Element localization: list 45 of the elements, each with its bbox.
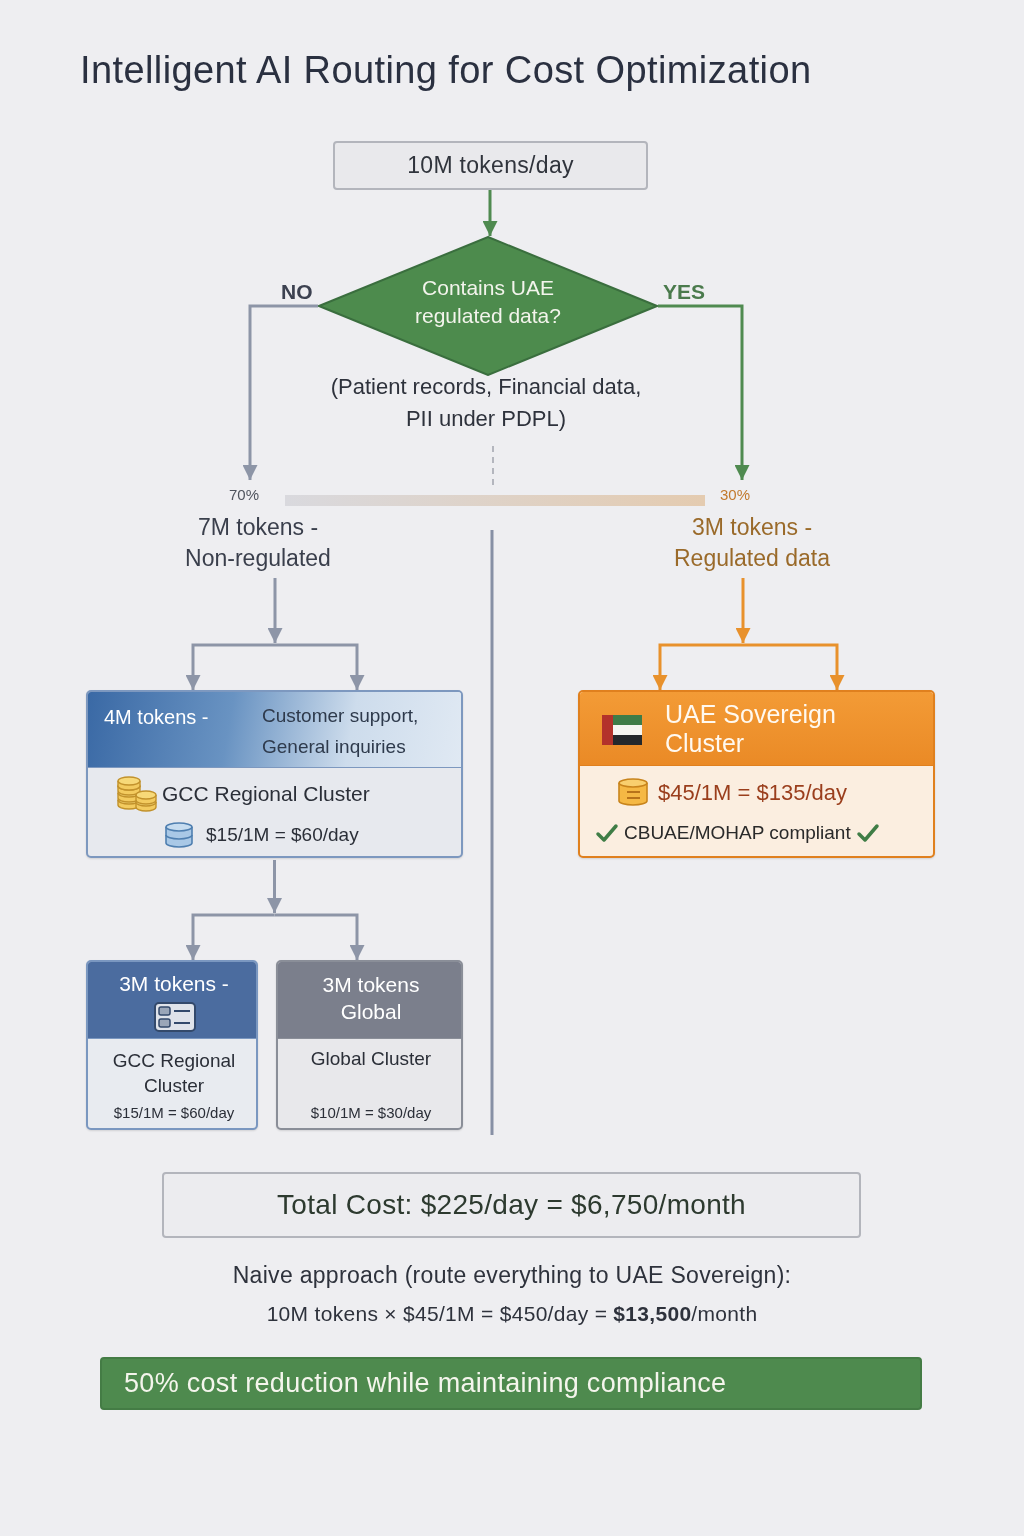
cluster-card — [276, 960, 463, 1130]
total-cost-text: Total Cost: $225/day = $6,750/month — [277, 1188, 746, 1222]
cost-text: $10/1M = $30/day — [310, 1104, 432, 1122]
arrow — [267, 860, 282, 913]
step-text: 10M tokens/day — [407, 151, 574, 180]
cost-text: $45/1M = $135/day — [658, 780, 847, 807]
cost-text: $15/1M = $60/day — [113, 1104, 235, 1122]
arrow — [185, 643, 275, 690]
arrow — [482, 190, 498, 236]
use-case-text: Customer support, General inquiries — [262, 704, 420, 759]
note-text: (Patient records, Financial data, PII under PDPL) — [329, 373, 643, 433]
arrow — [274, 913, 365, 960]
diagram-title: Intelligent AI Routing for Cost Optimization — [80, 48, 812, 93]
summary-banner — [100, 1357, 922, 1410]
summary-text: 50% cost reduction while maintaining compliance — [124, 1367, 727, 1400]
arrow — [242, 304, 318, 480]
branch-heading: 7M tokens - Non-regulated — [184, 513, 332, 573]
token-count: 4M tokens - — [104, 705, 209, 729]
cluster-card — [86, 690, 463, 858]
arrow — [185, 913, 275, 960]
cluster-title: UAE Sovereign Cluster — [665, 700, 837, 758]
cluster-name: GCC Regional Cluster — [111, 1049, 237, 1098]
arrow — [735, 578, 751, 643]
cluster-card — [578, 690, 935, 858]
cluster-card — [86, 960, 258, 1130]
note-text: Naive approach (route everything to UAE Sovereign): — [232, 1262, 792, 1290]
process-box — [333, 141, 648, 190]
arrow — [267, 578, 283, 643]
cluster-name: Global Cluster — [310, 1048, 432, 1071]
note-text: 10M tokens × $45/1M = $450/day = $13,500/month — [266, 1301, 758, 1327]
decision-diamond — [318, 236, 658, 376]
token-count: 3M tokens - — [119, 971, 229, 997]
cluster-name: GCC Regional Cluster — [162, 781, 370, 807]
compliance-text: CBUAE/MOHAP compliant — [624, 822, 851, 845]
percentage-label: 70% — [229, 486, 260, 504]
token-count: 3M tokens Global — [321, 972, 421, 1025]
arrow — [658, 304, 750, 480]
branch-heading: 3M tokens - Regulated data — [673, 513, 831, 573]
arrow — [652, 643, 743, 690]
arrow — [275, 643, 365, 690]
question-text: Contains UAE regulated data? — [414, 275, 562, 329]
total-cost-box — [162, 1172, 861, 1238]
cost-text: $15/1M = $60/day — [206, 824, 359, 847]
percentage-label: 30% — [720, 486, 751, 504]
arrow — [743, 643, 845, 690]
